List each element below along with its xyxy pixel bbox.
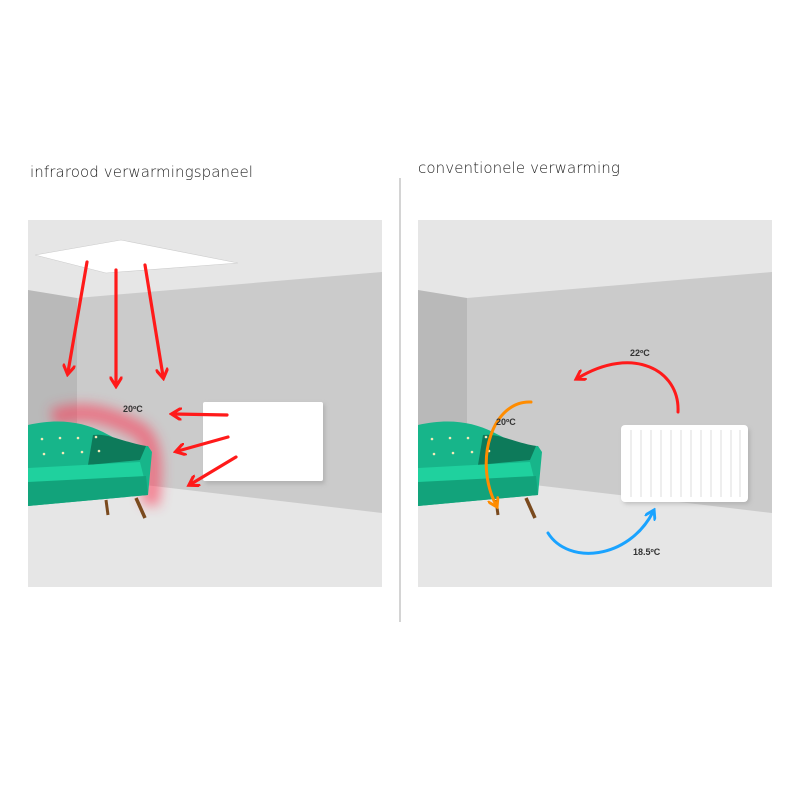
infrared-radiation-arrows — [68, 260, 238, 484]
hot-air-arrow — [578, 361, 680, 414]
conventional-room-illustration: 22ºC 20ºC 18.5ºC — [418, 220, 772, 587]
arrow-left-2 — [178, 435, 230, 451]
arrow-left-3 — [191, 455, 238, 484]
radiator — [621, 425, 750, 504]
temperature-floor-label: 18.5ºC — [633, 547, 661, 557]
arrow-down-3 — [143, 263, 163, 376]
arrow-down-1 — [68, 260, 89, 372]
temperature-top-label: 22ºC — [630, 348, 650, 358]
warm-air-arrow — [484, 400, 533, 505]
cold-air-arrow — [546, 512, 653, 555]
wall-infrared-panel — [203, 402, 323, 481]
left-panel-title: infrarood verwarmingspaneel — [30, 163, 254, 181]
divider — [399, 178, 401, 622]
heat-glow — [49, 403, 162, 507]
arrow-left-1 — [174, 414, 229, 415]
temperature-label: 20ºC — [123, 404, 143, 414]
sofa — [28, 421, 152, 519]
right-panel-title: conventionele verwarming — [418, 159, 620, 177]
infrared-room-illustration: 20ºC — [28, 220, 382, 587]
temperature-sofa-label: 20ºC — [496, 417, 516, 427]
sofa — [418, 421, 542, 519]
